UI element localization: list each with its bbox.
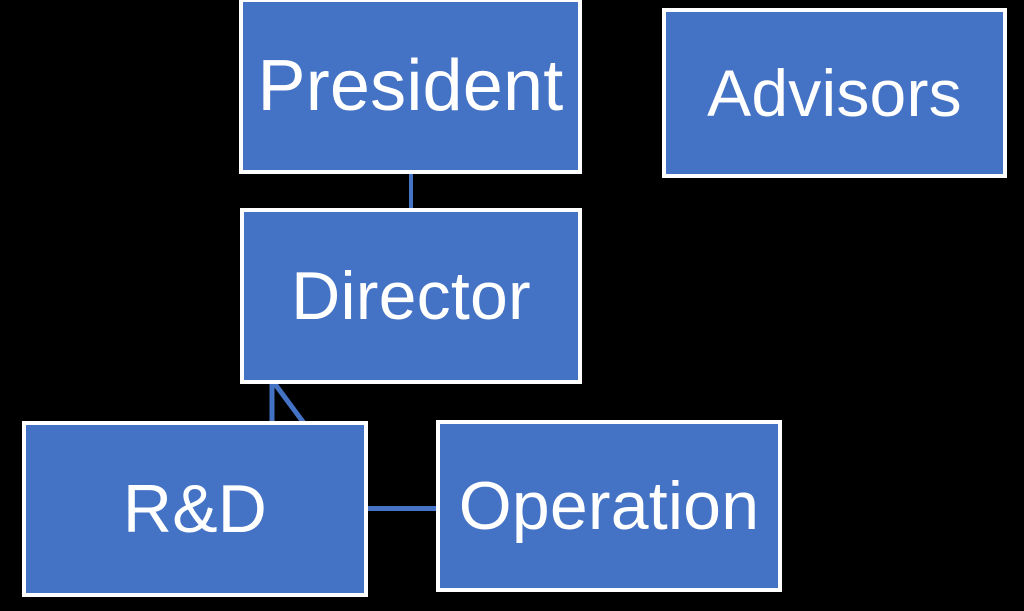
node-director-label: Director (291, 258, 531, 334)
node-president[interactable]: President (239, 0, 582, 174)
node-rd-label: R&D (122, 471, 268, 547)
node-director[interactable]: Director (240, 208, 582, 384)
node-rd[interactable]: R&D (22, 421, 368, 597)
node-operation[interactable]: Operation (436, 420, 782, 592)
connector-rd-to-operation (364, 506, 442, 511)
node-advisors[interactable]: Advisors (662, 8, 1007, 178)
node-advisors-label: Advisors (707, 56, 962, 130)
connector-president-to-director (409, 170, 413, 214)
node-president-label: President (257, 46, 564, 126)
node-operation-label: Operation (458, 468, 760, 544)
